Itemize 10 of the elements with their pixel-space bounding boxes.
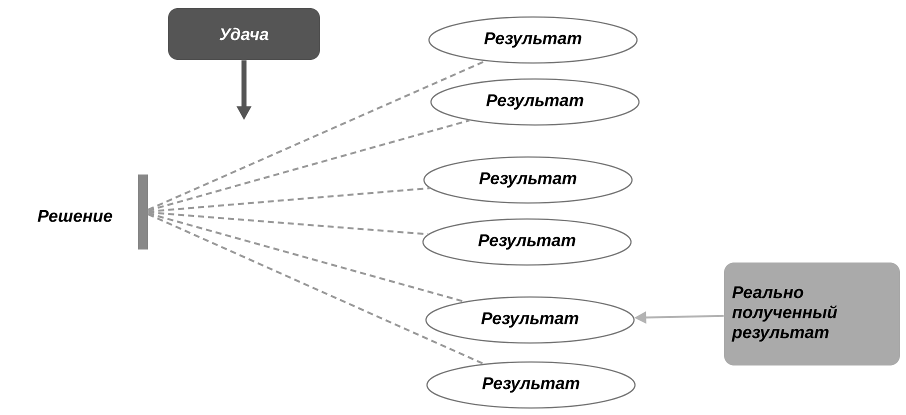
connector-line [148,60,486,211]
connector-line [148,213,484,365]
connector-line [148,212,464,303]
connector-line [148,119,470,212]
connector-line [148,211,428,236]
note-box: Реально полученный результат [724,262,900,366]
bar [138,174,148,250]
node-label: Решение [38,210,112,222]
connector-line [148,187,430,213]
label-box: Удача [168,8,320,60]
